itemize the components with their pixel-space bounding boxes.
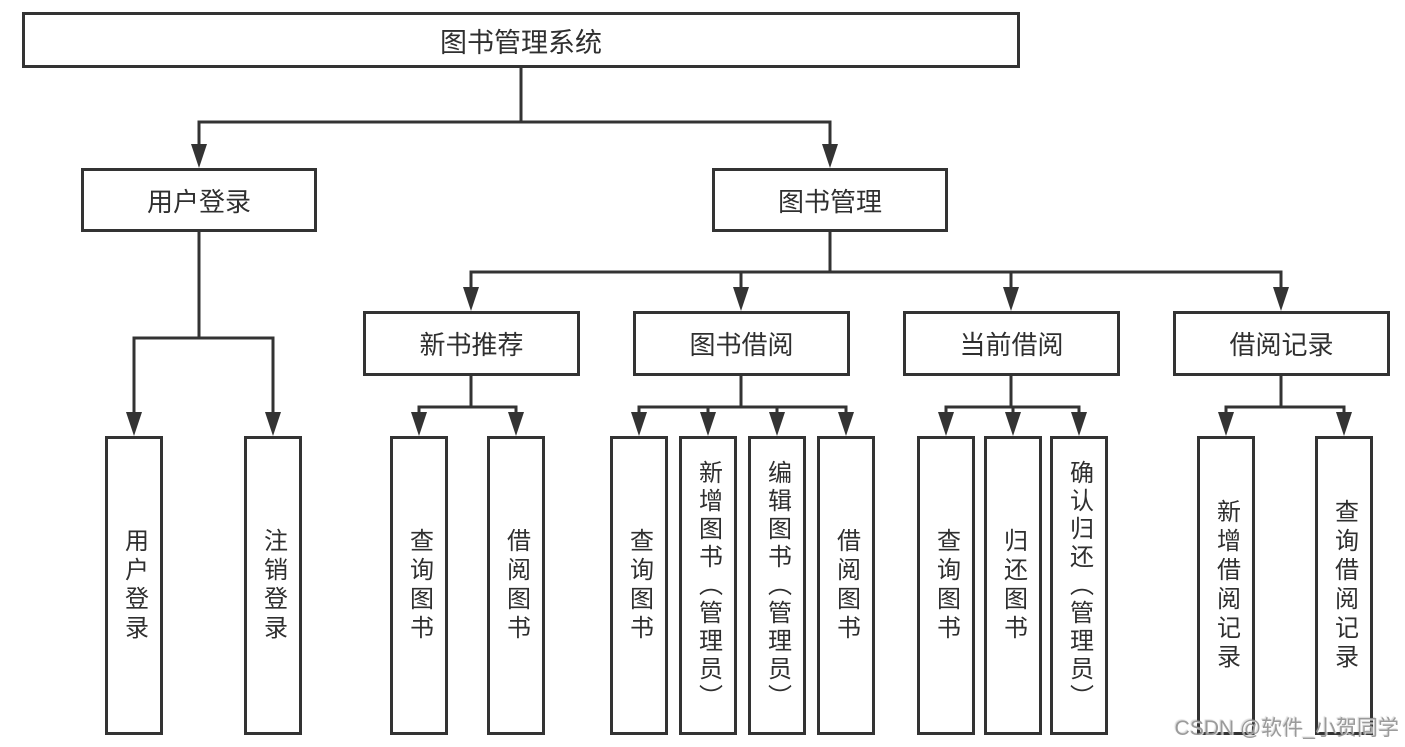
connector-root-branch — [197, 120, 832, 146]
leaf-borrow-books-recommend: 借阅图书 — [487, 436, 545, 735]
csdn-watermark: CSDN @软件_小贺同学 — [1174, 717, 1399, 740]
leaf-user-login: 用户登录 — [105, 436, 163, 735]
node-current-borrowing: 当前借阅 — [903, 311, 1120, 376]
node-label: 借阅图书 — [832, 527, 860, 644]
node-label: 用户登录 — [146, 186, 251, 217]
node-label: 编辑图书（管理员） — [763, 459, 791, 712]
connector-records-branch — [1224, 405, 1346, 414]
leaf-query-borrow-record: 查询借阅记录 — [1315, 436, 1373, 735]
connector-newbook-branch — [417, 405, 518, 414]
node-label: 用户登录 — [120, 527, 148, 644]
arrowhead-icon — [631, 412, 647, 436]
arrowhead-icon — [191, 144, 207, 168]
arrowhead-icon — [1005, 412, 1021, 436]
arrowhead-icon — [822, 144, 838, 168]
node-label: 查询图书 — [405, 527, 433, 644]
node-borrowing-records: 借阅记录 — [1173, 311, 1390, 376]
node-label: 查询图书 — [625, 527, 653, 644]
arrowhead-icon — [508, 412, 524, 436]
node-label: 新增借阅记录 — [1212, 498, 1240, 673]
arrowhead-icon — [463, 287, 479, 311]
node-label: 借阅记录 — [1229, 330, 1334, 360]
leaf-query-books-borrowing: 查询图书 — [610, 436, 668, 735]
node-label: 借阅图书 — [502, 527, 530, 644]
node-label: 归还图书 — [999, 527, 1027, 644]
arrowhead-icon — [1336, 412, 1352, 436]
leaf-logout: 注销登录 — [244, 436, 302, 735]
node-label: 确认归还（管理员） — [1065, 459, 1093, 712]
connector-userlogin-branch — [132, 336, 275, 413]
connector-borrowing-branch — [637, 405, 848, 414]
leaf-query-books-current: 查询图书 — [917, 436, 975, 735]
node-label: 图书借阅 — [689, 330, 794, 360]
node-library-management-system: 图书管理系统 — [22, 12, 1020, 68]
node-book-management: 图书管理 — [712, 168, 948, 232]
node-label: 当前借阅 — [959, 330, 1064, 360]
node-book-borrowing: 图书借阅 — [633, 311, 850, 376]
arrowhead-icon — [938, 412, 954, 436]
arrowhead-icon — [838, 412, 854, 436]
node-label: 图书管理 — [777, 186, 882, 217]
leaf-return-books: 归还图书 — [984, 436, 1042, 735]
node-label: 新增图书（管理员） — [694, 459, 722, 712]
node-label: 新书推荐 — [419, 330, 524, 360]
leaf-confirm-return-admin: 确认归还（管理员） — [1050, 436, 1108, 735]
node-label: 图书管理系统 — [440, 27, 602, 58]
connector-paths — [132, 67, 1346, 414]
arrowhead-icon — [733, 287, 749, 311]
node-label: 查询图书 — [932, 527, 960, 644]
arrowhead-icon — [700, 412, 716, 436]
node-new-book-recommend: 新书推荐 — [363, 311, 580, 376]
node-label: 注销登录 — [259, 527, 287, 644]
arrowhead-icon — [769, 412, 785, 436]
leaf-query-books-recommend: 查询图书 — [390, 436, 448, 735]
leaf-borrow-books-borrowing: 借阅图书 — [817, 436, 875, 735]
arrowhead-icon — [265, 412, 281, 436]
arrowhead-icon — [1273, 287, 1289, 311]
leaf-add-book-admin: 新增图书（管理员） — [679, 436, 737, 735]
node-user-login: 用户登录 — [81, 168, 317, 232]
arrowhead-icon — [126, 412, 142, 436]
arrowhead-icon — [411, 412, 427, 436]
arrowhead-icon — [1071, 412, 1087, 436]
arrowheads — [126, 144, 1352, 436]
node-label: 查询借阅记录 — [1330, 498, 1358, 673]
connector-bookmgmt-branch — [469, 270, 1283, 289]
leaf-add-borrow-record: 新增借阅记录 — [1197, 436, 1255, 735]
arrowhead-icon — [1218, 412, 1234, 436]
leaf-edit-book-admin: 编辑图书（管理员） — [748, 436, 806, 735]
arrowhead-icon — [1003, 287, 1019, 311]
